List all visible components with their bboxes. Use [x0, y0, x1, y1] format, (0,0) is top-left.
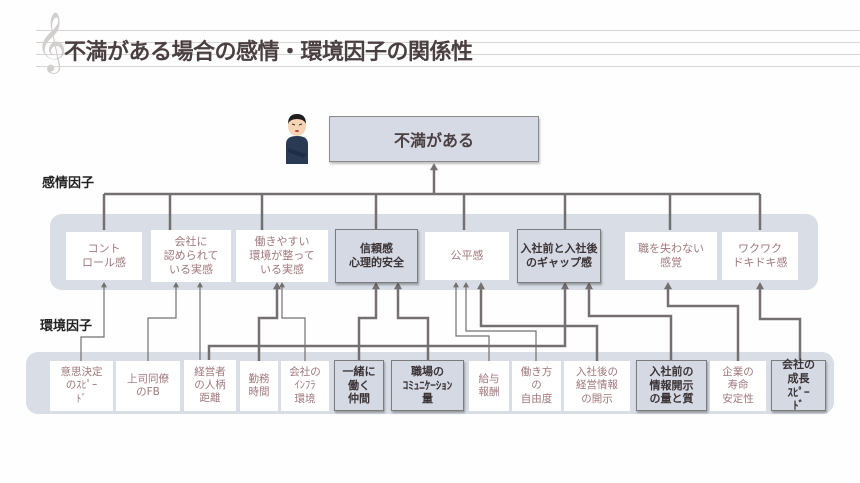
- relation-line: [758, 286, 802, 361]
- relation-line: [587, 286, 673, 361]
- staff-line: [36, 42, 860, 43]
- emotion-factor-node: 職を失わない 感覚: [625, 232, 717, 280]
- env-factor-node: 意思決定 のｽﾋﾟｰ ﾄﾞ: [50, 361, 113, 411]
- env-factor-node: 勤務 時間: [240, 361, 278, 411]
- env-factor-node: 一緒に 働く 仲間: [334, 360, 384, 411]
- env-factor-node: 働き方 の 自由度: [512, 361, 561, 411]
- relation-line: [281, 286, 306, 361]
- relation-line: [147, 286, 177, 361]
- env-factor-node: 上司同僚 のFB: [116, 361, 180, 411]
- relation-line: [455, 286, 490, 361]
- staff-line: [36, 66, 860, 67]
- env-factor-node: 企業の 寿命 安定性: [710, 361, 766, 411]
- env-factor-node: 入社前の 情報開示 の量と質: [636, 360, 707, 411]
- top-arrowhead: [430, 163, 438, 171]
- relation-line: [357, 286, 378, 361]
- emotion-factor-node: 信頼感 心理的安全: [335, 229, 418, 283]
- env-factor-node: 職場の ｺﾐｭﾆｹｰｼｮﾝ 量: [391, 360, 464, 411]
- emotion-factors-label: 感情因子: [42, 176, 95, 191]
- emotion-factor-node: ワクワク ドキドキ感: [722, 232, 798, 280]
- env-factor-node: 給与 報酬: [469, 361, 509, 411]
- env-factor-node: 入社後の 経営情報 の開示: [564, 361, 630, 411]
- env-factor-node: 会社の 成長 ｽﾋﾟｰ ﾄﾞ: [771, 358, 826, 412]
- env-factor-node: 会社の ｲﾝﾌﾗ 環境: [281, 361, 329, 411]
- treble-clef-icon: 𝄞: [36, 12, 67, 72]
- top-node-dissatisfied: 不満がある: [329, 116, 539, 162]
- emotion-factor-node: コント ロール感: [66, 232, 142, 280]
- relation-line: [257, 286, 279, 361]
- relation-line: [666, 286, 740, 361]
- relation-line: [465, 286, 537, 361]
- page-title: 不満がある場合の感情・環境因子の関係性: [64, 40, 473, 65]
- emotion-factor-node: 働きやすい 環境が整って いる実感: [236, 230, 328, 282]
- frustrated-man-icon: [286, 114, 308, 164]
- relation-line: [207, 286, 567, 361]
- emotion-factor-node: 会社に 認められて いる実感: [151, 230, 231, 282]
- relation-line: [396, 286, 430, 361]
- environment-factors-label: 環境因子: [40, 319, 93, 334]
- env-factor-node: 経営者 の人柄 距離: [184, 360, 236, 411]
- emotion-factor-node: 公平感: [425, 232, 509, 280]
- emotion-factor-node: 入社前と入社後 のギャップ感: [517, 229, 601, 283]
- staff-line: [36, 30, 860, 31]
- relation-line: [479, 286, 599, 361]
- staff-line: [36, 54, 860, 55]
